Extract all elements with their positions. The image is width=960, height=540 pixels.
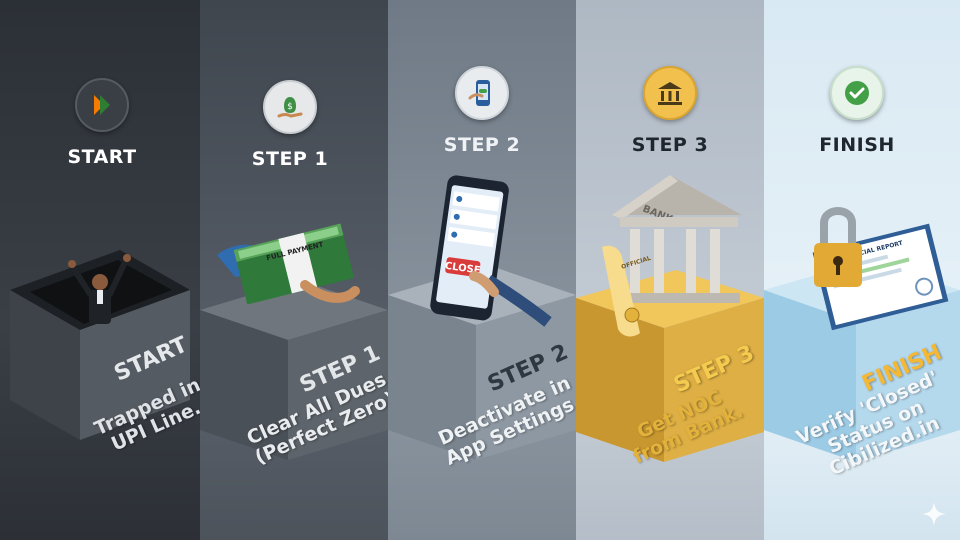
bank-building-icon: [643, 66, 697, 120]
finish-heading: FINISH: [819, 134, 895, 156]
finish-header: FINISH: [787, 66, 927, 156]
step-1-heading: STEP 1: [251, 148, 329, 170]
step-2-header: STEP 2: [412, 66, 552, 156]
upi-logo-icon: [75, 78, 129, 132]
trapped-person-illustration: [68, 254, 131, 324]
step-3-header: STEP 3: [600, 66, 740, 156]
svg-text:$: $: [287, 102, 293, 112]
money-bag-hand-icon: $: [263, 80, 317, 134]
step-1-header: $ STEP 1: [220, 80, 360, 170]
step-3-heading: STEP 3: [631, 134, 709, 156]
phone-close-illustration: CLOSE: [430, 175, 552, 327]
locked-report-illustration: OFFICIAL REPORT: [812, 207, 949, 331]
step-2-heading: STEP 2: [443, 134, 521, 156]
start-heading: START: [67, 146, 137, 168]
check-circle-icon: [830, 66, 884, 120]
step-2-block: [388, 265, 576, 460]
finish-block: [764, 260, 960, 462]
cash-stack-illustration: FULL PAYMENT: [217, 223, 360, 305]
pit-block: [10, 250, 190, 440]
phone-toggle-icon: [455, 66, 509, 120]
sparkle-icon: [922, 502, 946, 526]
start-header: START: [32, 78, 172, 168]
bank-noc-illustration: BANK OFFICIAL: [602, 175, 742, 337]
